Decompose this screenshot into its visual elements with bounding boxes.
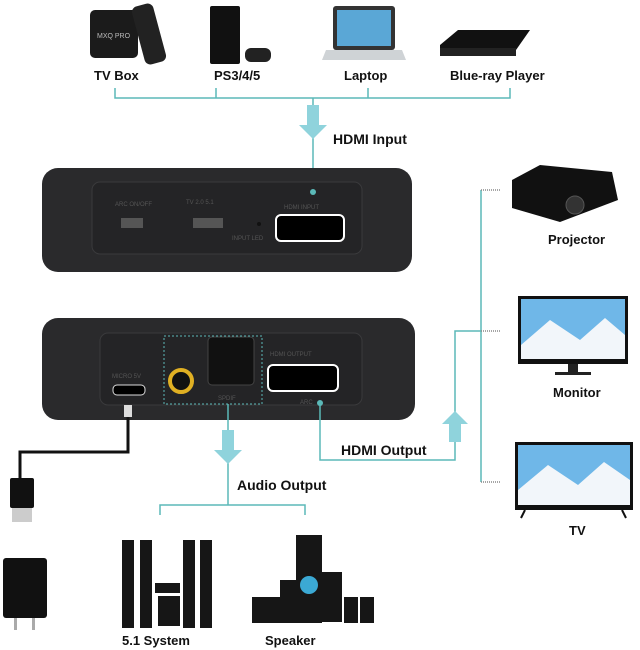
- charger-icon: [3, 558, 47, 618]
- svg-text:MICRO 5V: MICRO 5V: [112, 374, 141, 380]
- audio-output-label: Audio Output: [237, 477, 327, 493]
- projector-icon: [512, 165, 618, 222]
- hdmi-input-arrow-icon: [299, 105, 327, 139]
- monitor-icon: [518, 296, 628, 375]
- usb-cable: [18, 405, 130, 480]
- hdmi-output-port: [267, 364, 339, 392]
- svg-text:ARC: ARC: [300, 400, 313, 406]
- hdmi-input-label: HDMI Input: [333, 131, 407, 147]
- svg-text:HDMI OUTPUT: HDMI OUTPUT: [270, 352, 312, 358]
- tv-icon: [515, 442, 633, 519]
- svg-text:MXQ PRO: MXQ PRO: [97, 33, 131, 40]
- micro-usb-port: [112, 384, 146, 396]
- source-label-tv-box: TV Box: [94, 68, 139, 83]
- svg-text:HDMI INPUT: HDMI INPUT: [284, 205, 319, 211]
- hdmi-output-label: HDMI Output: [341, 442, 427, 458]
- usb-plug-icon: [10, 478, 34, 508]
- hdmi-input-port: [275, 214, 345, 242]
- audio-jack: [168, 368, 194, 394]
- source-label-ps: PS3/4/5: [214, 68, 261, 83]
- arc-switch[interactable]: [121, 218, 143, 228]
- tv-box-icon: [90, 3, 167, 65]
- source-label-bluray: Blue-ray Player: [450, 68, 545, 83]
- display-label-projector: Projector: [548, 232, 606, 247]
- audio-label-speaker: Speaker: [265, 633, 316, 648]
- svg-text:INPUT LED: INPUT LED: [232, 236, 264, 242]
- hdmi-output-line: [319, 189, 500, 483]
- source-label-laptop: Laptop: [344, 68, 388, 83]
- hdmi-output-arrow-icon: [442, 411, 468, 442]
- input-bracket: [114, 88, 511, 185]
- audio-output-arrow-icon: [214, 430, 242, 464]
- mode-switch[interactable]: [193, 218, 223, 228]
- audio-label-51: 5.1 System: [122, 633, 190, 648]
- svg-text:ARC ON/OFF: ARC ON/OFF: [115, 202, 152, 208]
- surround-system-icon: [122, 540, 212, 628]
- speaker-system-icon: [252, 535, 374, 623]
- laptop-icon: [322, 6, 406, 60]
- playstation-icon: [210, 6, 271, 64]
- bluray-player-icon: [440, 30, 530, 56]
- display-label-tv: TV: [569, 523, 586, 538]
- display-label-monitor: Monitor: [553, 385, 601, 400]
- input-led: [257, 222, 261, 226]
- svg-text:SPDIF: SPDIF: [218, 396, 236, 402]
- svg-text:TV 2.0 5.1: TV 2.0 5.1: [186, 200, 214, 206]
- spdif-port: [207, 336, 255, 386]
